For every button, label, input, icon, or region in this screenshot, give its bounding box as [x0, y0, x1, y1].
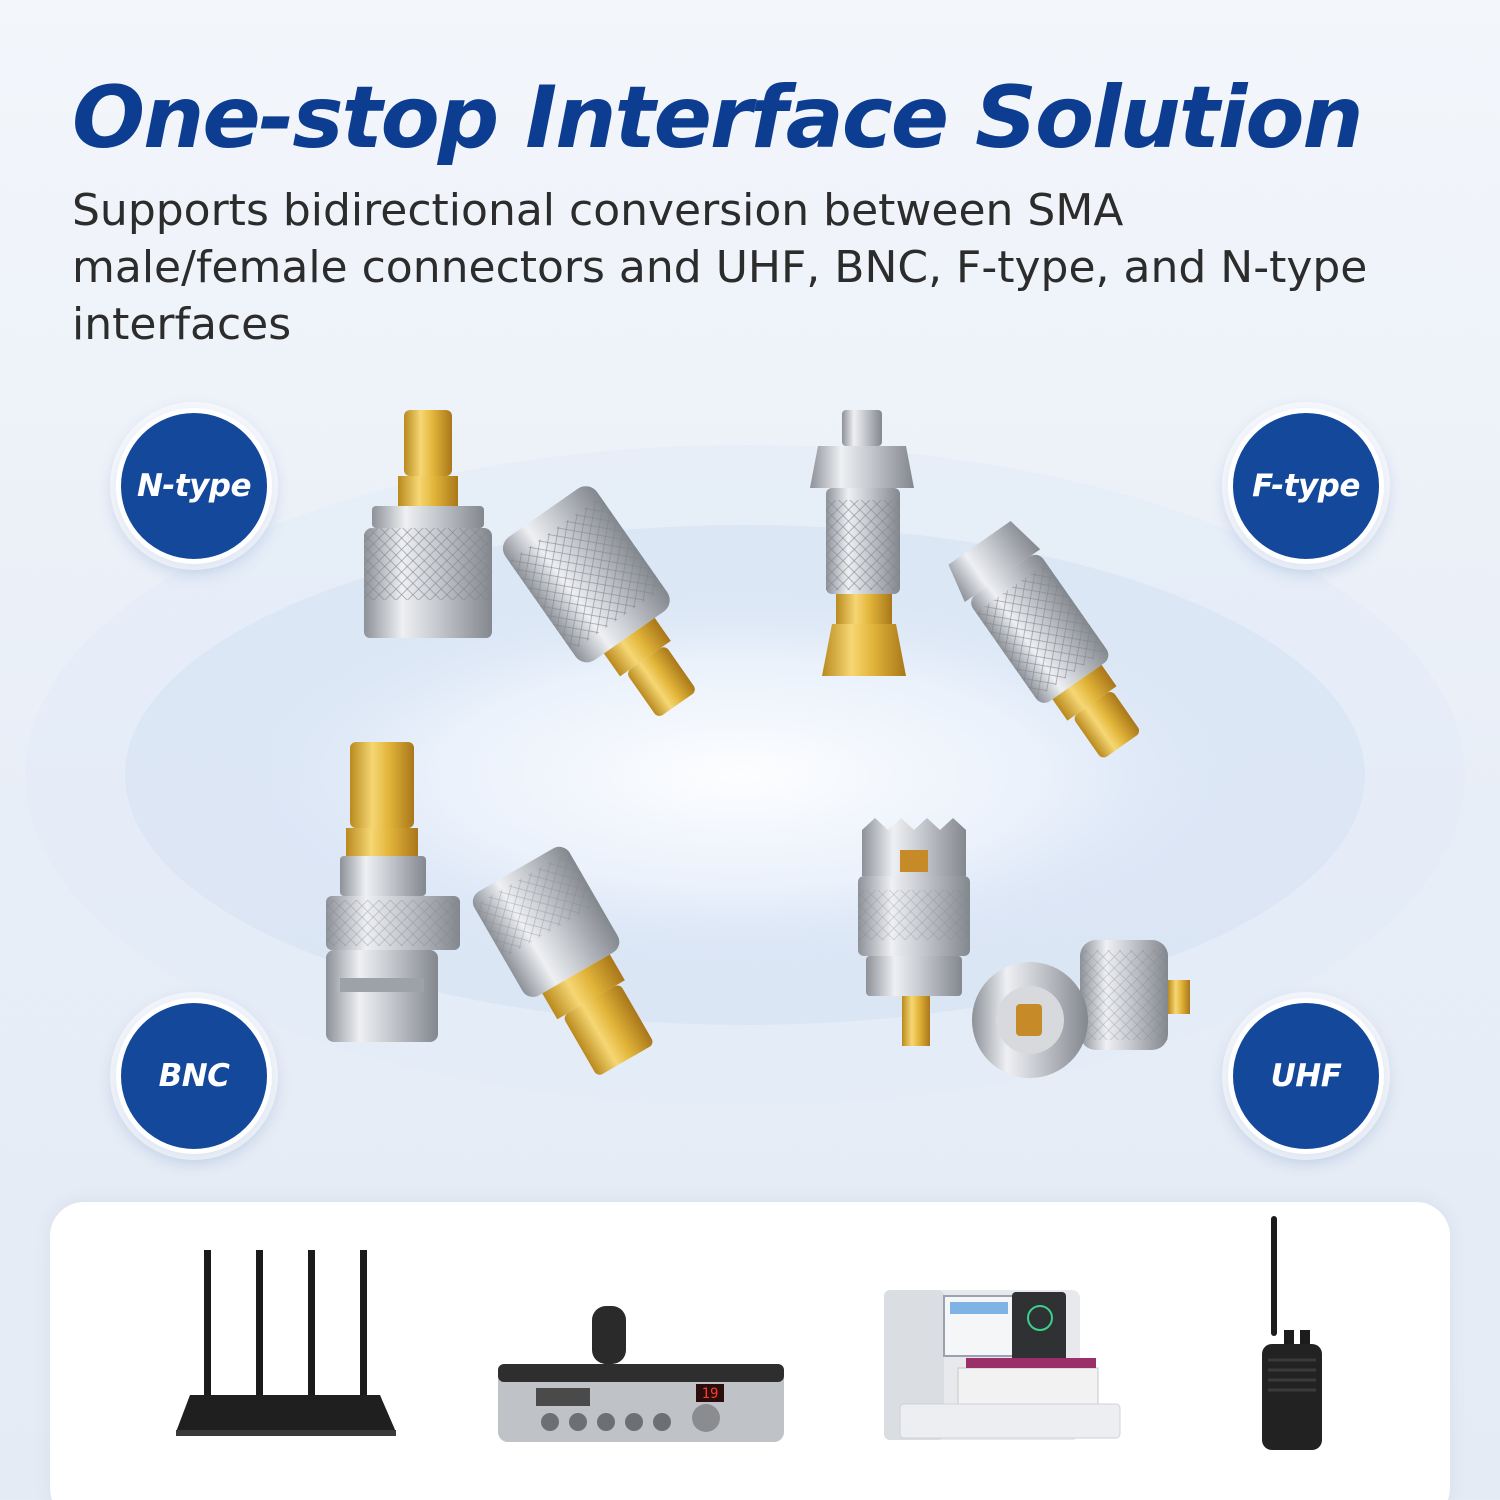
walkie-talkie-illustration — [1262, 1216, 1322, 1450]
badge-uhf: UHF — [1228, 998, 1384, 1154]
badge-f-type-label: F-type — [1252, 468, 1360, 504]
application-devices-panel — [50, 1202, 1450, 1500]
badge-n-type-label: N-type — [136, 468, 252, 504]
f-type-adapter-tilted — [948, 521, 1140, 758]
uhf-adapter-upright — [858, 818, 970, 1046]
halo-inner — [230, 585, 1250, 965]
badge-uhf-label: UHF — [1270, 1058, 1342, 1094]
cb-radio-illustration: 19 — [498, 1306, 784, 1442]
badge-n-type: N-type — [116, 408, 272, 564]
bnc-adapter-tilted — [472, 846, 653, 1075]
bnc-adapter-upright — [326, 742, 460, 1042]
uhf-adapter-tilted — [972, 940, 1190, 1078]
badge-bnc-label: BNC — [158, 1058, 230, 1094]
radio-channel-readout: 19 — [702, 1386, 719, 1402]
badge-f-type: F-type — [1228, 408, 1384, 564]
badge-bnc: BNC — [116, 998, 272, 1154]
subheadline: Supports bidirectional conversion betwee… — [72, 185, 1368, 350]
router-illustration — [176, 1250, 396, 1436]
n-type-adapter-upright — [364, 410, 492, 638]
analyzer-machine-illustration — [884, 1290, 1121, 1440]
f-type-adapter-upright — [810, 410, 914, 676]
headline: One-stop Interface Solution — [72, 68, 1364, 168]
n-type-adapter-tilted — [502, 486, 695, 716]
